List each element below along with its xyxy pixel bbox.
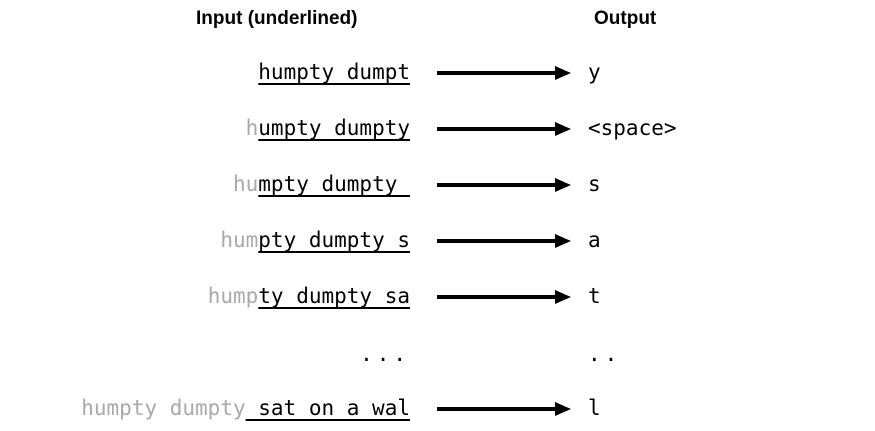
input-underlined-text: humpty dumpt	[258, 60, 410, 84]
right-arrow-icon	[437, 400, 572, 418]
input-sequence: humpty dumpty sat on a wal	[0, 398, 410, 419]
right-arrow-icon	[437, 120, 572, 138]
input-underlined-text: ty dumpty sa	[258, 284, 410, 308]
input-sequence: humpty dumpty sa	[0, 286, 410, 307]
input-sequence: humpty dumpty	[0, 118, 410, 139]
ellipsis-output-dots: ..	[588, 342, 622, 366]
ellipsis-row: ... ..	[0, 330, 875, 386]
input-underlined-text: umpty dumpty	[258, 116, 410, 140]
input-underlined-text: sat on a wal	[245, 396, 410, 420]
example-row: humpty dumpt y	[0, 46, 875, 102]
input-underlined-text: pty dumpty s	[258, 228, 410, 252]
example-row: humpty dumpty sa t	[0, 270, 875, 326]
right-arrow-icon	[437, 288, 572, 306]
input-sequence: humpty dumpt	[0, 62, 410, 83]
output-token: s	[588, 172, 601, 196]
input-underlined-text: mpty dumpty	[258, 172, 410, 196]
right-arrow-icon	[437, 176, 572, 194]
example-row: humpty dumpty <space>	[0, 102, 875, 158]
output-token: a	[588, 228, 601, 252]
example-row: humpty dumpty sat on a wal l	[0, 382, 875, 431]
output-token: y	[588, 60, 601, 84]
right-arrow-icon	[437, 232, 572, 250]
output-token: l	[588, 396, 601, 420]
input-context-text: humpty dumpty	[81, 396, 246, 420]
column-header-output: Output	[594, 8, 657, 29]
example-row: humpty dumpty s a	[0, 214, 875, 270]
ellipsis-input-dots: ...	[360, 342, 410, 366]
input-sequence: humpty dumpty	[0, 174, 410, 195]
input-context-text: h	[245, 116, 259, 140]
input-context-text: hu	[232, 172, 259, 196]
input-context-text: hum	[220, 228, 259, 252]
right-arrow-icon	[437, 64, 572, 82]
example-row: humpty dumpty s	[0, 158, 875, 214]
input-context-text: hump	[207, 284, 259, 308]
output-token: t	[588, 284, 601, 308]
output-token: <space>	[588, 116, 677, 140]
column-header-input: Input (underlined)	[196, 8, 358, 29]
input-sequence: humpty dumpty s	[0, 230, 410, 251]
